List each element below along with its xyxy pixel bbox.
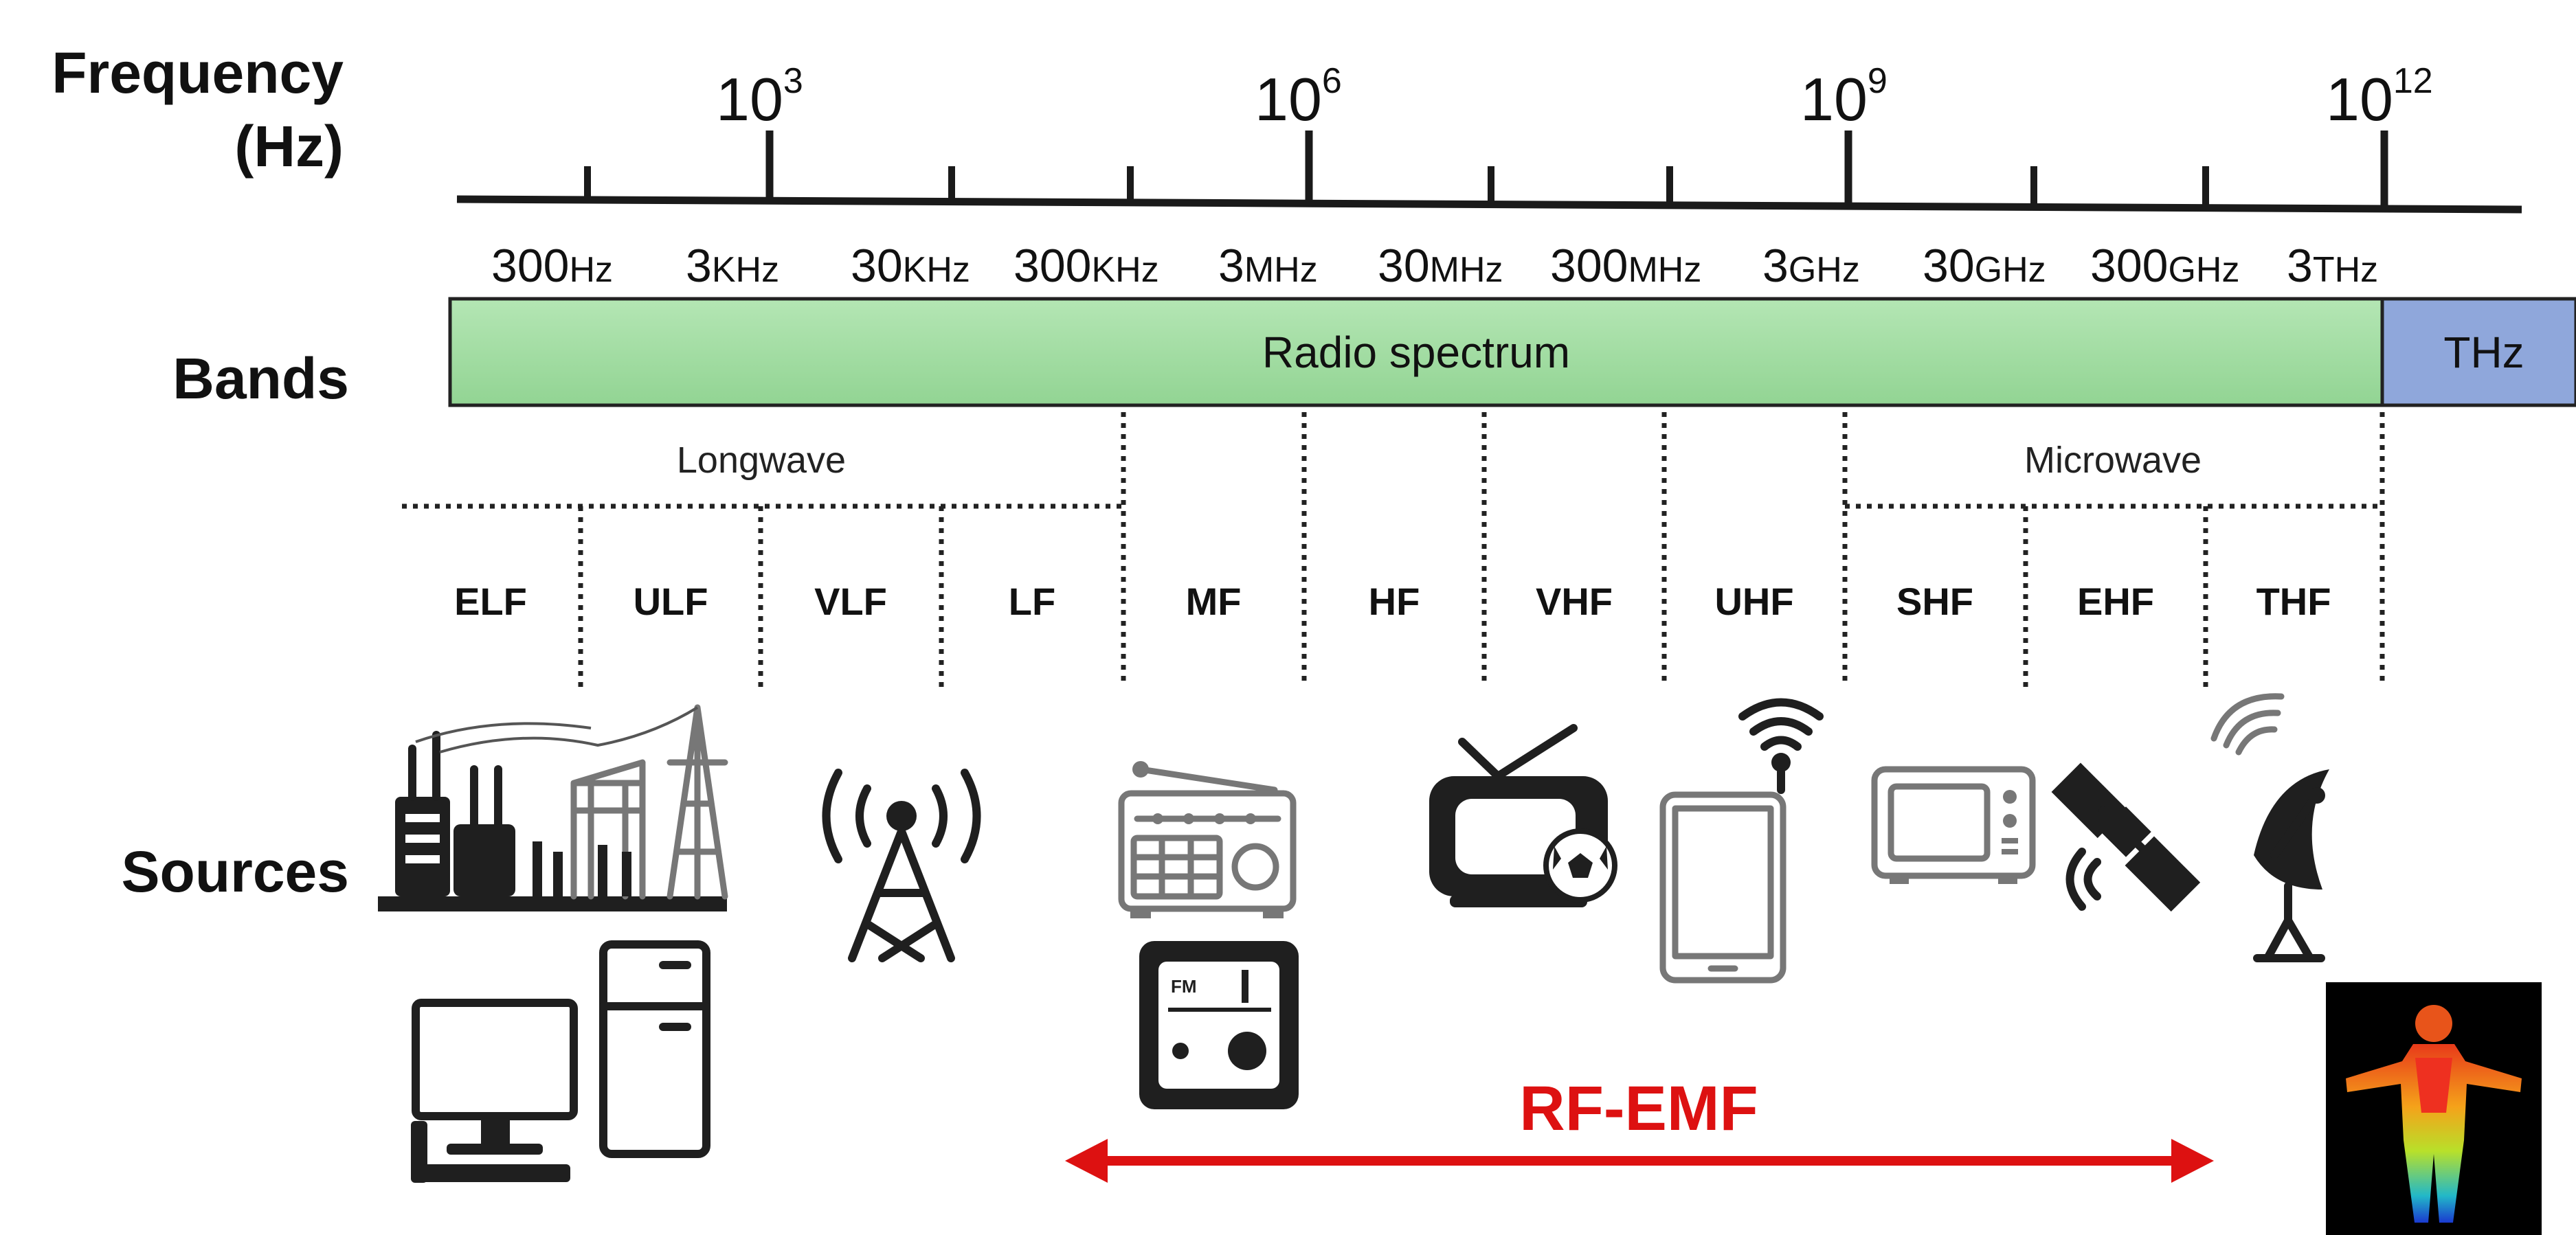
sources-row-label: Sources bbox=[122, 839, 350, 904]
rf-emf-arrow-right-head bbox=[2171, 1139, 2214, 1183]
tick-label-300hz: 300Hz bbox=[491, 240, 613, 292]
tick-frequency-labels: 300Hz 3KHz 30KHz 300KHz 3MHz 30MHz 300MH… bbox=[491, 240, 2378, 292]
tick-label-300khz: 300KHz bbox=[1013, 240, 1159, 292]
sub-band-elf: ELF bbox=[454, 580, 527, 623]
sub-band-hf: HF bbox=[1369, 580, 1420, 623]
svg-text:FM: FM bbox=[1171, 976, 1197, 997]
sub-band-vhf: VHF bbox=[1536, 580, 1613, 623]
tick-label-300ghz: 300GHz bbox=[2090, 240, 2239, 292]
sub-band-shf: SHF bbox=[1896, 580, 1973, 623]
sub-band-labels: ELF ULF VLF LF MF HF VHF UHF SHF EHF THF bbox=[454, 580, 2331, 623]
tick-label-30khz: 30KHz bbox=[851, 240, 970, 292]
refrigerator-icon bbox=[599, 940, 710, 1158]
tick-label-3ghz: 3GHz bbox=[1762, 240, 1860, 292]
thermal-body-image bbox=[2326, 982, 2542, 1235]
tick-label-3khz: 3KHz bbox=[686, 240, 779, 292]
sub-band-vlf: VLF bbox=[814, 580, 887, 623]
exponent-label-1e9: 109 bbox=[1800, 61, 1888, 133]
thz-band-label: THz bbox=[2443, 328, 2524, 377]
fm-radio-icon: FM bbox=[1139, 941, 1299, 1109]
satellite-icon bbox=[2051, 762, 2201, 912]
rf-emf-label: RF-EMF bbox=[1519, 1074, 1758, 1144]
tick-label-3mhz: 3MHz bbox=[1218, 240, 1318, 292]
power-substation-icon bbox=[378, 704, 728, 911]
band-dividers bbox=[402, 412, 2385, 687]
rf-emf-arrow-left-head bbox=[1065, 1139, 1108, 1183]
sub-band-ulf: ULF bbox=[634, 580, 708, 623]
thz-band bbox=[2380, 297, 2576, 407]
frequency-row-label: Frequency bbox=[52, 41, 344, 105]
television-icon bbox=[1429, 724, 1617, 907]
tick-label-30mhz: 30MHz bbox=[1378, 240, 1503, 292]
microwave-oven-icon bbox=[1871, 766, 2036, 884]
power-of-ten-labels: 103 106 109 1012 bbox=[716, 61, 2433, 133]
microwave-region-label: Microwave bbox=[2024, 440, 2202, 481]
sub-band-mf: MF bbox=[1186, 580, 1242, 623]
tick-label-3thz: 3THz bbox=[2287, 240, 2378, 292]
sub-band-ehf: EHF bbox=[2077, 580, 2154, 623]
axis-ticks bbox=[584, 131, 2388, 209]
radio-tower-icon bbox=[822, 769, 981, 962]
radio-spectrum-label: Radio spectrum bbox=[1262, 328, 1570, 377]
sub-band-thf: THF bbox=[2256, 580, 2331, 623]
computer-icon bbox=[411, 999, 578, 1183]
tick-label-30ghz: 30GHz bbox=[1923, 240, 2046, 292]
radio-icon bbox=[1118, 761, 1297, 918]
sub-band-lf: LF bbox=[1009, 580, 1055, 623]
rf-emf-range: RF-EMF bbox=[1065, 1074, 2214, 1183]
exponent-label-1e6: 106 bbox=[1255, 61, 1342, 133]
longwave-region-label: Longwave bbox=[677, 440, 846, 481]
exponent-label-1e12: 1012 bbox=[2326, 61, 2433, 133]
bands-row-label: Bands bbox=[172, 346, 349, 411]
radio-spectrum-band bbox=[448, 297, 2384, 407]
frequency-unit-label: (Hz) bbox=[234, 114, 344, 179]
satellite-dish-icon bbox=[2210, 693, 2329, 962]
sub-band-uhf: UHF bbox=[1714, 580, 1793, 623]
exponent-label-1e3: 103 bbox=[716, 61, 803, 133]
tick-label-300mhz: 300MHz bbox=[1550, 240, 1701, 292]
smartphone-icon bbox=[1659, 698, 1824, 984]
